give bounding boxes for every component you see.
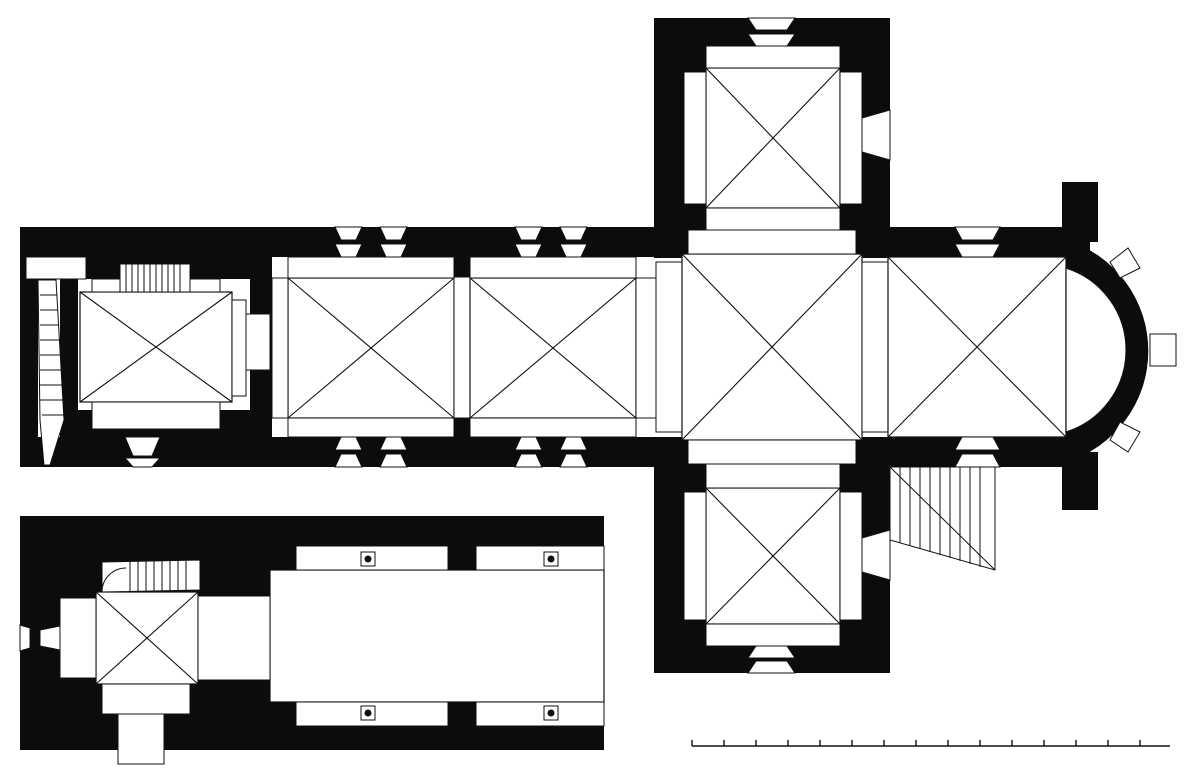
nave-bay-1-arch-left bbox=[271, 277, 289, 419]
north-transept-arch-right bbox=[839, 71, 863, 205]
apse-buttress-north bbox=[1062, 182, 1098, 242]
lower-spiral-stair bbox=[101, 559, 201, 593]
west-entry-landing bbox=[25, 256, 87, 280]
lower-tower-arch-bottom bbox=[101, 683, 191, 715]
lower-pier-markers bbox=[360, 551, 559, 721]
lower-west-window bbox=[19, 624, 61, 652]
south-transept-arch-bottom bbox=[705, 623, 841, 647]
crossing-arch-west bbox=[655, 261, 683, 433]
nave-pier-south bbox=[454, 418, 470, 437]
nave-pier-north bbox=[454, 257, 470, 277]
west-stair bbox=[37, 279, 65, 466]
south-transept-arch-left bbox=[683, 491, 707, 621]
lower-floor-plan bbox=[19, 516, 605, 765]
nave-bay-1-arch-top bbox=[287, 256, 455, 279]
scale-bar bbox=[691, 740, 1170, 747]
west-bay-arch-right bbox=[231, 299, 247, 397]
upper-floor-plan bbox=[20, 17, 1177, 674]
west-bay-infill-left bbox=[60, 257, 78, 437]
south-transept-arch-right bbox=[839, 491, 863, 621]
north-transept-arch-top bbox=[705, 45, 841, 69]
windows bbox=[123, 17, 1177, 674]
west-bay-arch-bottom bbox=[91, 401, 221, 430]
crossing-arch-north bbox=[687, 229, 857, 255]
crossing-arch-south bbox=[687, 439, 857, 465]
apse-buttress-south bbox=[1062, 452, 1098, 510]
apse-wall bbox=[1066, 240, 1149, 462]
north-transept-arch-left bbox=[683, 71, 707, 205]
north-transept-arch-bottom bbox=[705, 207, 841, 231]
lower-tower-porch bbox=[117, 713, 165, 765]
lower-south-gallery-2 bbox=[475, 701, 605, 727]
west-porch-step bbox=[245, 313, 271, 371]
lower-north-gallery-2 bbox=[475, 545, 605, 571]
lower-spiral-stair-treads bbox=[101, 561, 187, 593]
west-bay-stair-treads bbox=[125, 264, 181, 292]
nave-west-wall bbox=[20, 227, 38, 467]
nave-bay-2-arch-bottom bbox=[469, 417, 637, 438]
lower-open-nave bbox=[269, 569, 605, 703]
west-stair-treads bbox=[40, 294, 64, 416]
nave-bay-2-arch-right bbox=[635, 277, 657, 419]
lower-tower-arch-right bbox=[197, 595, 271, 681]
nave-bay-2-arch-top bbox=[469, 256, 637, 279]
south-exterior-stair-treads bbox=[889, 466, 996, 571]
crossing-arch-east bbox=[861, 261, 889, 433]
south-transept-arch-top bbox=[705, 463, 841, 489]
nave-pier-arch bbox=[453, 276, 471, 419]
lower-tower-arch-left bbox=[59, 597, 97, 679]
nave-bay-1-arch-bottom bbox=[287, 417, 455, 438]
lower-pier-north bbox=[448, 546, 476, 570]
apse bbox=[1065, 267, 1127, 433]
lower-pier-south bbox=[448, 702, 476, 726]
